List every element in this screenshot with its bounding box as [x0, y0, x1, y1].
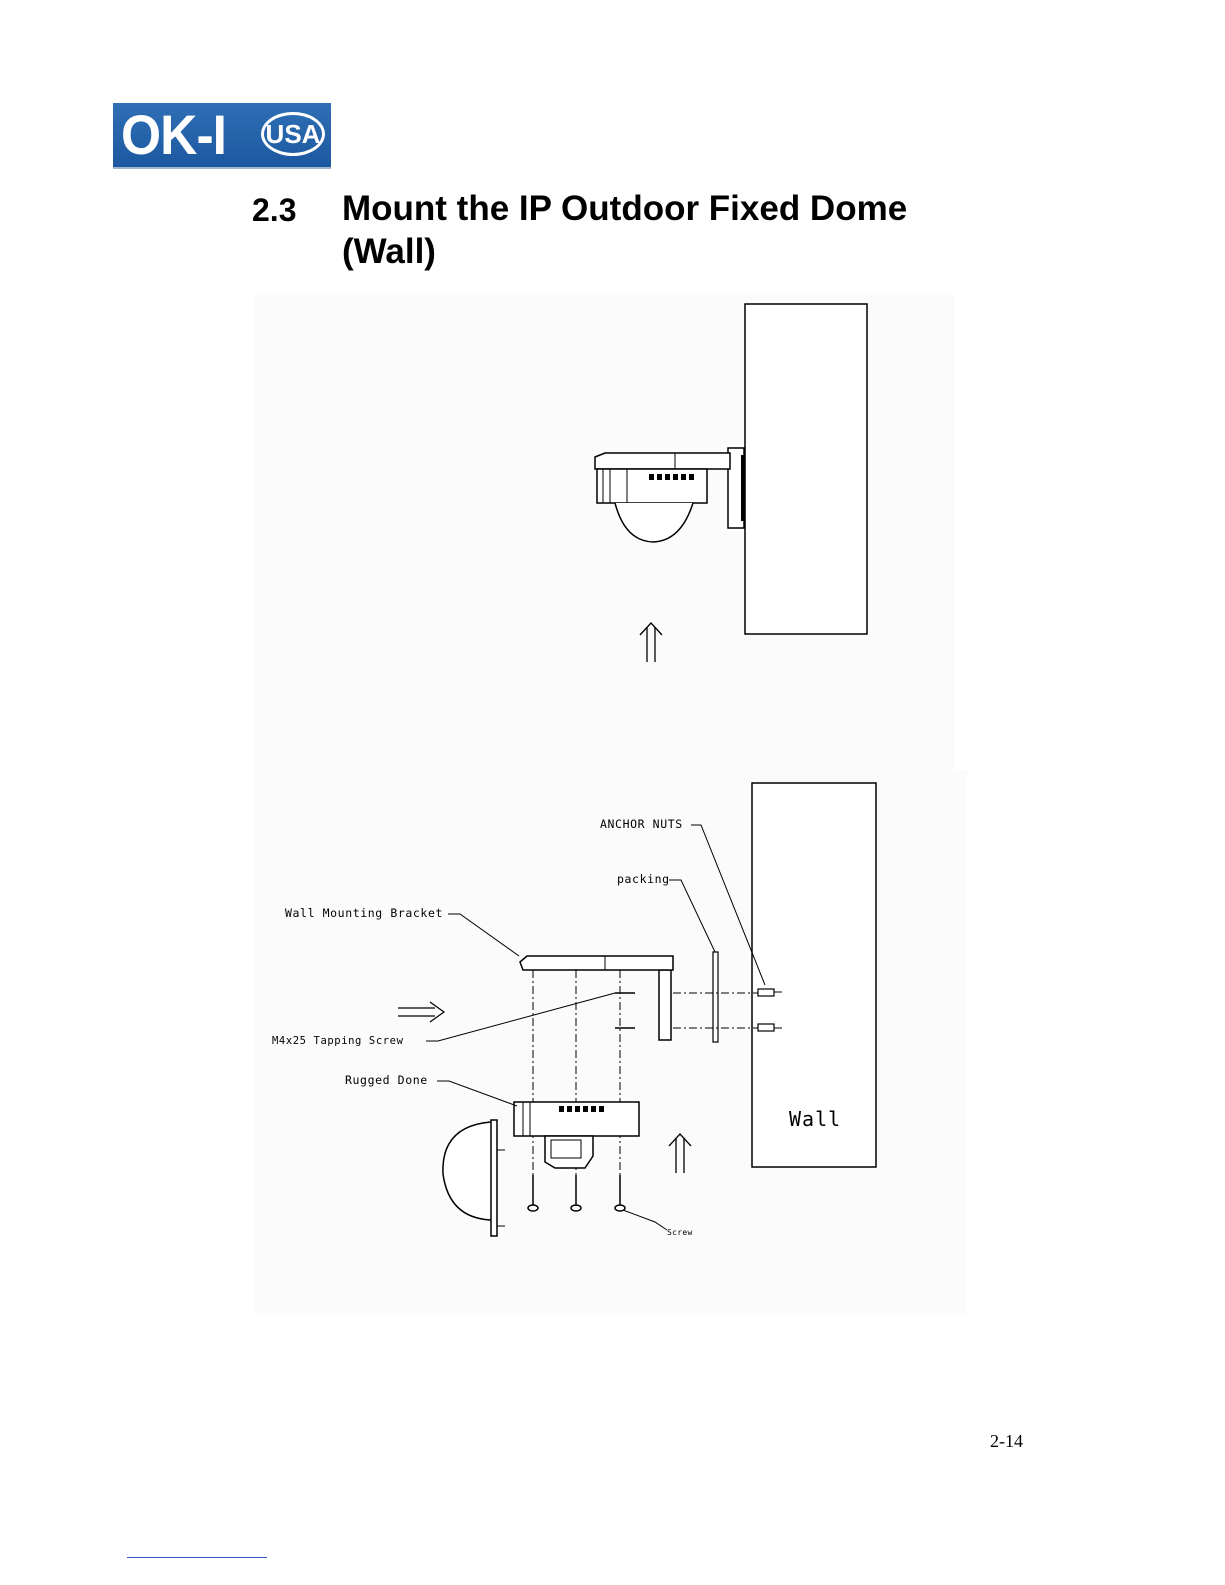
footnote-divider [127, 1557, 267, 1558]
page-number: 2-14 [990, 1431, 1023, 1452]
logo-badge-text: USA [264, 119, 322, 149]
exploded-mount-figure: Wall [255, 770, 967, 1315]
anchor-nuts-label: ANCHOR NUTS [600, 817, 683, 831]
logo-text: OK-I [121, 105, 226, 165]
screw-label: Screw [667, 1228, 693, 1237]
brand-logo: OK-I USA [113, 103, 331, 167]
wall-mounting-bracket-label: Wall Mounting Bracket [285, 906, 443, 920]
packing-label: packing [617, 872, 670, 886]
section-title: Mount the IP Outdoor Fixed Dome (Wall) [342, 187, 982, 273]
assembled-mount-figure [255, 295, 955, 770]
logo-badge: USA [261, 112, 325, 156]
wall-block [745, 304, 867, 634]
wall-label: Wall [789, 1107, 841, 1131]
section-number: 2.3 [252, 192, 296, 229]
rugged-dome-label: Rugged Done [345, 1073, 428, 1087]
tapping-screw-label: M4x25 Tapping Screw [272, 1035, 404, 1047]
